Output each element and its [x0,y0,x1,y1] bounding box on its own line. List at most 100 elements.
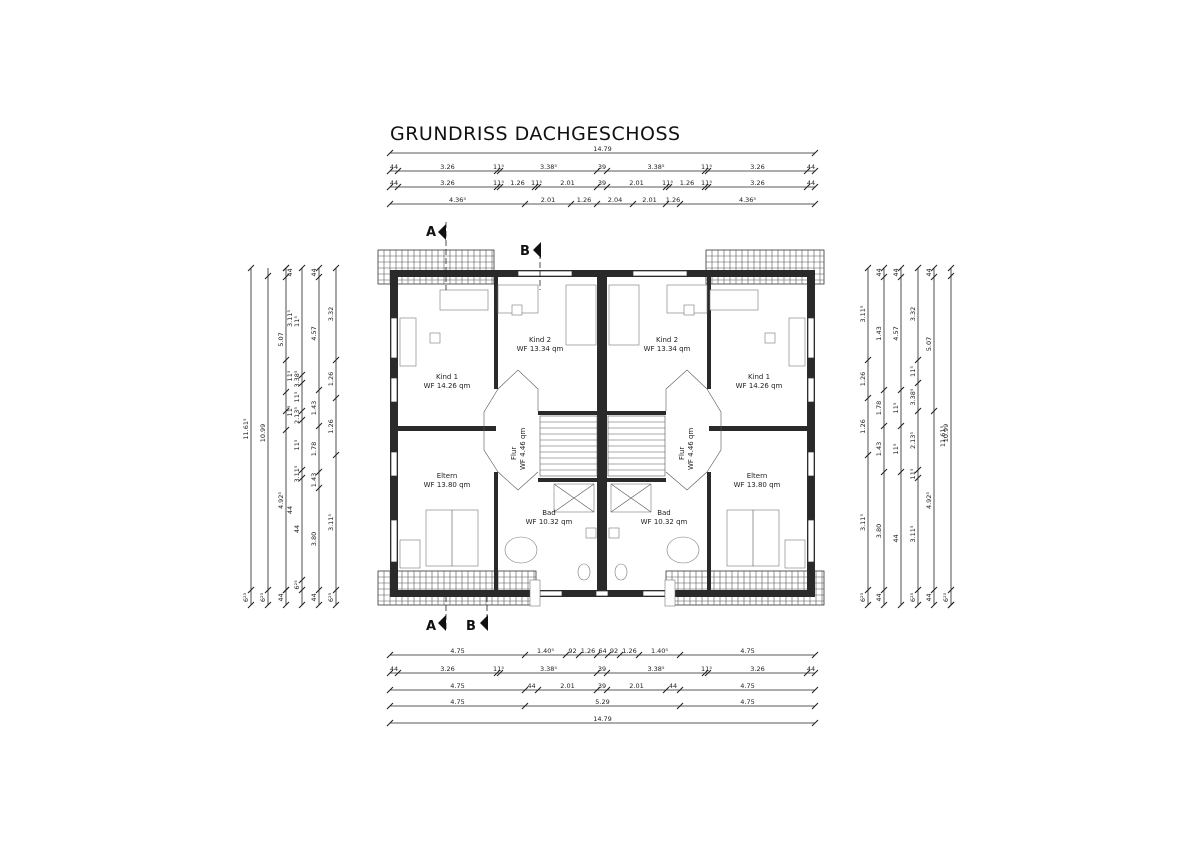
dimension-label: 4.75 [450,647,464,655]
dimension-tick [264,272,272,280]
dimension-label: 3.26 [440,179,454,187]
dimension-label: 11⁵ [493,665,504,673]
dimension-tick [593,686,601,694]
windows [390,270,815,597]
dimension-label: 1.40⁵ [537,647,554,655]
drawing-title: GRUNDRISS DACHGESCHOSS [390,123,681,145]
room-area: WF 4.46 qm [687,428,695,470]
dimension-tick [603,669,611,677]
room-area: WF 13.34 qm [644,345,691,353]
dimension-label: 39 [598,163,606,171]
dimension-label: 1.26 [859,419,867,433]
dimension-label: 44 [807,163,815,171]
dimension-tick [493,669,501,677]
dimension-label: 11⁵ [293,316,301,327]
dimension-tick [534,686,542,694]
dimension-tick [880,386,888,394]
dimension-tick [496,183,504,191]
dimension-label: 44 [892,268,900,276]
dimension-label: 1.26 [327,419,335,433]
dimension-tick [386,719,394,727]
dimension-label: 3.38⁵ [909,388,917,405]
dimension-label: 44 [390,163,398,171]
dimension-tick [864,601,872,609]
dimension-tick [811,167,819,175]
dimension-label: 11⁵ [286,370,294,381]
dimension-tick [298,264,306,272]
dimension-label: 6²⁵ [327,592,335,602]
dimension-label: 44 [875,593,883,601]
staircase [539,415,666,477]
dimension-label: 3.11⁵ [286,310,294,327]
dimension-label: 4.57 [892,326,900,340]
dimension-label: 44 [892,534,900,542]
dimension-tick [880,264,888,272]
dimension-tick [811,719,819,727]
dimension-label: 6²⁵ [859,592,867,602]
dimension-tick [593,167,601,175]
dimension-label: 11⁵ [909,468,917,479]
dimension-tick [332,356,340,364]
dimension-label: 6²⁵ [259,592,267,602]
room-name: Kind 1 [748,373,770,381]
dimension-label: 1.26 [327,372,335,386]
dimension-tick [914,356,922,364]
dimension-tick [914,379,922,387]
dimension-tick [811,702,819,710]
dimension-label: 11⁵ [662,179,673,187]
dimension-tick [298,407,306,415]
dimension-tick [930,407,938,415]
dimension-label: 3.38⁵ [647,163,664,171]
dimension-label: 64 [598,647,606,655]
dimension-tick [662,686,670,694]
dimension-tick [282,388,290,396]
furniture [399,284,806,607]
dimension-label: 1.78 [310,442,318,456]
dimension-tick [947,272,955,280]
dimension-label: 4.57 [310,326,318,340]
dimension-label: 1.26 [859,372,867,386]
dimension-label: 11⁵ [701,665,712,673]
dimension-tick [386,702,394,710]
dimension-tick [701,669,709,677]
dimension-label: 14.79 [593,715,612,723]
dimension-tick [864,586,872,594]
dimension-label: 11⁵ [892,443,900,454]
dimension-tick [315,422,323,430]
dimension-tick [930,601,938,609]
dimension-tick [298,474,306,482]
dimension-tick [803,167,811,175]
dimension-tick [914,474,922,482]
dimension-tick [811,149,819,157]
room-name: Kind 2 [656,336,678,344]
dimension-tick [811,669,819,677]
dimension-label: 39 [598,682,606,690]
dimension-tick [264,586,272,594]
dimension-tick [897,601,905,609]
dimension-label: 44 [310,268,318,276]
dimension-label: 11⁵ [493,163,504,171]
dimension-tick [315,273,323,281]
dimension-tick [803,669,811,677]
dimension-label: 44 [293,525,301,533]
dimension-tick [811,686,819,694]
section-marker-b-bottom: B [466,619,476,634]
dimension-tick [947,586,955,594]
dimension-label: 5.07 [925,337,933,351]
dimension-label: 11⁵ [293,439,301,450]
dimension-label: 44 [925,268,933,276]
room-name: Flur [510,447,518,460]
dimension-label: 1.26 [581,647,595,655]
dimension-tick [394,167,402,175]
dimension-tick [496,167,504,175]
dimension-tick [897,264,905,272]
dimension-label: 4.92⁵ [925,492,933,509]
dimension-tick [914,466,922,474]
dimension-label: 44 [925,593,933,601]
dimension-label: 3.38⁵ [540,665,557,673]
dimension-label: 2.04 [608,196,622,204]
dimension-tick [930,264,938,272]
dimension-label: 3.11⁵ [293,465,301,482]
dimension-tick [701,183,709,191]
